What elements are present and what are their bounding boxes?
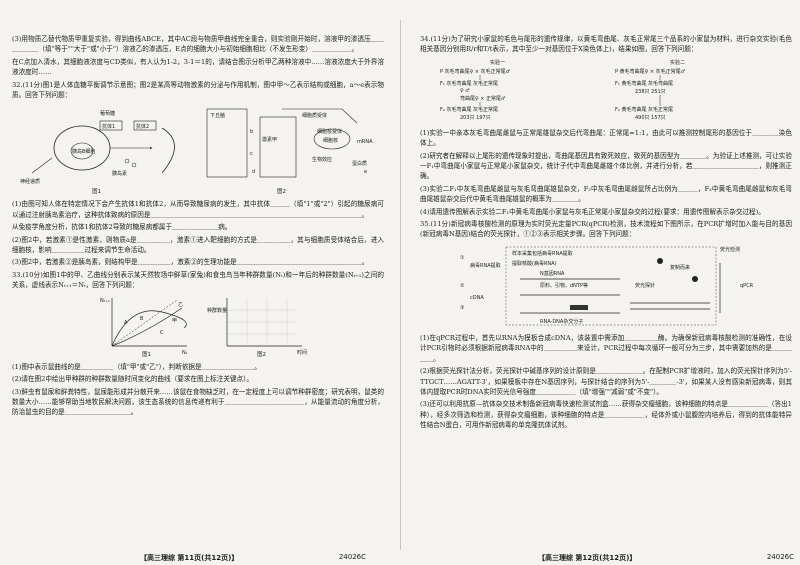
right-para-4: (3)实验二F₁中灰毛弯曲尾雌鼠与灰毛弯曲尾雄鼠杂交，F₂中灰毛弯曲尾雌鼠所占比… xyxy=(420,184,792,204)
left-para-1: (3)用物质乙替代物质甲重复实验，得到曲线ABCE，其中AC段与物质甲曲线完全重… xyxy=(12,35,384,54)
right-para-5: (4)请用遗传图解表示实验二F₁中黄毛弯曲尾小家鼠与灰毛正常尾小家鼠杂交的过程(… xyxy=(420,207,765,216)
left-para-11: (3)鲜虫有鼠尿和鲜粪特性，鼠尿能形成并分散开来……该鼠在食物缺乏时，在一定程度… xyxy=(12,387,384,417)
label-neurotransmitter: 神经递质 xyxy=(20,178,40,185)
exp1-title: 实验一 xyxy=(490,59,505,66)
label-beta-cell: 胰岛B细胞 xyxy=(72,148,95,155)
left-para-2: 在C点加入清水，其细胞液浓度与CD类似，有人认为1-2，3-1＝1的，请结合图示… xyxy=(12,57,384,77)
page-divider xyxy=(400,20,401,550)
g2-ylabel: 种群数量 xyxy=(207,307,227,314)
label-protein: 蛋白质 xyxy=(352,160,367,167)
exp1-f1-sex: ♀ ♂ xyxy=(460,88,470,94)
flow-j: qPCR xyxy=(740,283,754,289)
flow-b: 病毒RNA提取 xyxy=(470,262,501,269)
page-right: 34.(11分)为了研究小家鼠的毛色与尾形的遗传规律，以黄毛弯曲尾、灰毛正常尾三… xyxy=(408,0,800,565)
left-para-8: 33.(10分)如图1中的甲、乙曲线分别表示某天然牧场中鲜草(家兔)和食虫鸟当年… xyxy=(12,270,384,290)
q34-cross-diagram: 实验一 实验二 P 灰毛弯曲尾♀ × 灰毛正常尾♂ F₁ 灰毛弯曲尾 灰毛正常尾… xyxy=(420,58,792,124)
flow-c: N基因RNA xyxy=(540,270,565,277)
left-para-6: (2)图2中，若激素①是性激素，则物质a是＿＿＿＿＿，激素①进入靶细胞的方式是＿… xyxy=(12,235,384,255)
left-para-10: (2)请在图2中绘出甲种群的种群数量随时间变化的曲线（要求在图上标注关键点）。 xyxy=(12,375,254,384)
exp2-f2: F₂ 黄毛弯曲尾 灰毛正常尾 xyxy=(615,106,673,113)
page-left: (3)用物质乙替代物质甲重复实验，得到曲线ABCE，其中AC段与物质甲曲线完全重… xyxy=(0,0,392,565)
g2-caption: 图2 xyxy=(257,350,266,358)
exp2-title: 实验二 xyxy=(670,59,685,66)
right-para-2: (1)实验一中亲本灰毛弯曲尾雌鼠与正常尾雄鼠杂交后代弯曲尾：正常尾≈1:1，由此… xyxy=(420,128,792,148)
flow-s1: ① xyxy=(460,255,465,261)
flow-e: 原料、引物、dNTP等 xyxy=(540,282,588,289)
q33-graphs: Nₜ₊₁ Nₜ 甲 乙 A B C 图1 种群数量 时间 图2 xyxy=(12,294,384,358)
label-d: d xyxy=(252,169,255,175)
g1-mark-c: C xyxy=(160,330,164,336)
label-b: b xyxy=(250,129,253,135)
fig2-caption: 图2 xyxy=(277,187,286,195)
g1-mark-yi: 乙 xyxy=(178,301,183,308)
left-para-3: 32.(11分)图1是人体血糖平衡调节示意图；图2是某高等动物激素的分泌与作用机… xyxy=(12,80,384,100)
exp1-sel: 弯曲尾♀ × 正常尾♂ xyxy=(460,95,506,102)
exp1-p: P 灰毛弯曲尾♀ × 灰毛正常尾♂ xyxy=(440,68,510,75)
exp2-f2-n: 490只 157只 xyxy=(635,115,666,121)
g1-xlabel: Nₜ xyxy=(182,350,188,356)
right-para-8: (2)根据荧光探针法分析，荧光探针中碱基序列的设计原则是＿＿＿＿＿＿＿。在配制P… xyxy=(420,367,792,396)
label-antibody1: 抗体1 xyxy=(102,123,115,130)
right-para-7: (1)在qPCR过程中，首先以RNA为模板合成cDNA，该装置中需添加＿＿＿＿＿… xyxy=(420,333,792,363)
right-para-6: 35.(11分)新冠病毒核酸检测的原理为实时荧光定量PCR(qPCR)检测，技术… xyxy=(420,220,792,239)
label-mrna: mRNA xyxy=(357,139,373,145)
footer-left-label: 【高三理综 第11页(共12页)】 xyxy=(140,554,239,562)
left-para-4: (1)由图可知人体在特定情况下会产生抗体1和抗体2，从而导致糖尿病的发生，其中抗… xyxy=(12,200,384,219)
flow-s3: ③ xyxy=(460,305,464,311)
flow-s2: ② xyxy=(460,283,465,289)
flow-d: 提取核酸(病毒RNA) xyxy=(512,260,557,267)
label-nuc-receptor: 细胞核受体 xyxy=(317,128,342,135)
label-nucleus: 细胞核 xyxy=(323,137,338,144)
exp1-f1: F₁ 灰毛弯曲尾 灰毛正常尾 xyxy=(440,80,498,87)
q34-cross-svg: 实验一 实验二 P 灰毛弯曲尾♀ × 灰毛正常尾♂ F₁ 灰毛弯曲尾 灰毛正常尾… xyxy=(440,59,685,121)
flow-i: 复制而来 xyxy=(670,264,690,271)
label-hypothalamus: 下丘脑 xyxy=(210,112,225,119)
exp2-f1-n: 238只 251只 xyxy=(635,89,666,95)
left-para-9: (1)图中表示鼠曲线的是＿＿＿＿＿（填"甲"或"乙"），判断依据是＿＿＿＿＿＿＿… xyxy=(12,362,261,371)
label-antibody2: 抗体2 xyxy=(136,123,149,130)
g2-xlabel: 时间 xyxy=(297,349,307,356)
label-e: e xyxy=(364,169,367,175)
g1-caption: 图1 xyxy=(142,350,151,358)
right-para-9: (3)还可以利用抗原—抗体杂交技术制备新冠病毒快速检测试剂盒……获得杂交瘤细胞，… xyxy=(420,400,792,430)
right-para-1: 34.(11分)为了研究小家鼠的毛色与尾形的遗传规律，以黄毛弯曲尾、灰毛正常尾三… xyxy=(420,35,792,54)
q32-figure-svg: 葡萄糖 抗体1 抗体2 胰岛B细胞 神经递质 胰岛素 图1 下丘脑 激素甲 细胞… xyxy=(20,109,373,195)
right-para-3: (2)研究者在解释以上尾形的遗传现象时提出，弯曲尾基因具有致死效应，致死的基因型… xyxy=(420,151,792,181)
flow-f: RNA-DNA杂交分子 xyxy=(540,318,583,325)
q35-flow-diagram: ① ② ③ 样本采集包括病毒RNA提取 病毒RNA提取 N基因RNA 提取核酸(… xyxy=(420,243,792,329)
footer-left-code: 24026C xyxy=(338,553,366,561)
q33-graph-svg: Nₜ₊₁ Nₜ 甲 乙 A B C 图1 种群数量 时间 图2 xyxy=(100,297,307,358)
q32-figures: 葡萄糖 抗体1 抗体2 胰岛B细胞 神经递质 胰岛素 图1 下丘脑 激素甲 细胞… xyxy=(12,103,384,195)
left-para-7: (3)图2中，若激素②是胰岛素，则结构甲是＿＿＿＿＿，激素②的生理功能是＿＿＿＿… xyxy=(12,258,369,267)
g1-mark-jia: 甲 xyxy=(172,318,177,324)
exp2-p: P 黄毛弯曲尾♀ × 灰毛正常尾♂ xyxy=(615,68,685,75)
exp1-f2-n: 203只 197只 xyxy=(460,115,491,121)
label-c: c xyxy=(250,151,253,157)
label-effect: 生物效应 xyxy=(312,156,332,163)
flow-k: 荧光探针 xyxy=(635,282,655,289)
exp1-f2: F₂ 灰毛弯曲尾 灰毛正常尾 xyxy=(440,106,498,113)
label-cyto-receptor: 细胞质受体 xyxy=(302,112,327,119)
exp2-f1: F₁ 黄毛弯曲尾 灰毛弯曲尾 xyxy=(615,80,673,87)
left-para-5: 从免疫学角度分析，抗体1和抗体2导致的糖尿病都属于＿＿＿＿＿＿＿病。 xyxy=(12,223,232,232)
footer-right-code: 24026C xyxy=(766,553,794,561)
flow-a: 样本采集包括病毒RNA提取 xyxy=(512,250,573,257)
fig1-caption: 图1 xyxy=(92,187,101,195)
flow-g: cDNA xyxy=(470,295,484,301)
label-hormone-a: 激素甲 xyxy=(262,136,277,143)
g1-ylabel: Nₜ₊₁ xyxy=(100,298,110,304)
q35-flow-svg: ① ② ③ 样本采集包括病毒RNA提取 病毒RNA提取 N基因RNA 提取核酸(… xyxy=(460,246,754,326)
footer-right-label: 【高三理综 第12页(共12页)】 xyxy=(538,554,637,562)
g1-mark-a: A xyxy=(124,320,128,326)
flow-h: 荧光检测 xyxy=(720,246,740,253)
g1-mark-b: B xyxy=(140,316,144,322)
label-glucose: 葡萄糖 xyxy=(100,110,115,117)
label-insulin: 胰岛素 xyxy=(112,170,127,177)
